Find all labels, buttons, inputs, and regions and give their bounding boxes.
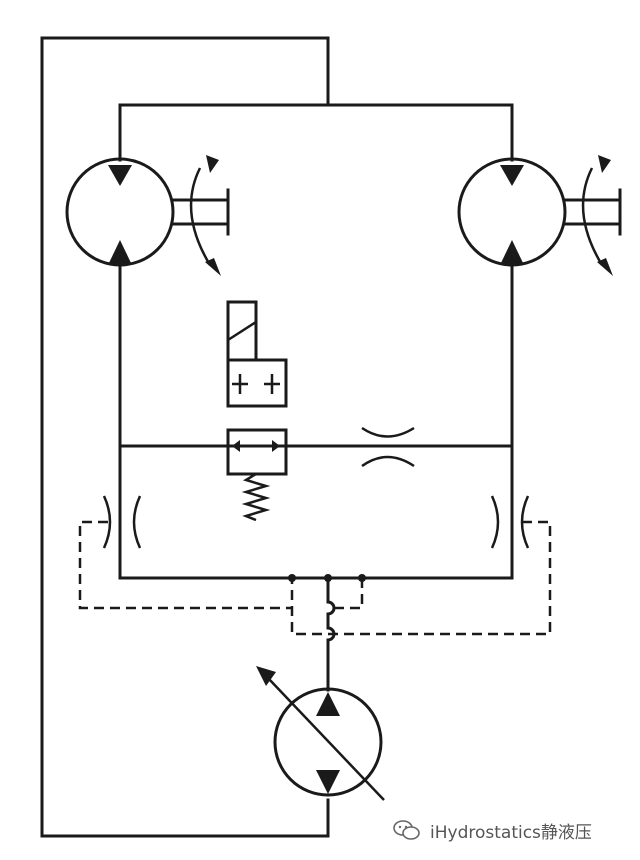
left-orifice (102, 495, 142, 549)
right-motor (457, 155, 622, 276)
watermark: iHydrostatics静液压 (392, 816, 592, 844)
outer-return-line (40, 36, 330, 838)
pump-supply-line (326, 576, 336, 692)
junction-dot (288, 574, 296, 582)
junction-dot (358, 574, 366, 582)
wechat-icon (393, 820, 420, 840)
center-pilot-line (330, 578, 364, 610)
solenoid-valve (226, 300, 288, 522)
top-supply-line (118, 103, 514, 162)
left-pilot-line (78, 520, 292, 610)
watermark-text: iHydrostatics静液压 (430, 822, 592, 843)
left-motor (65, 155, 230, 276)
right-pilot-line (290, 520, 552, 636)
variable-pump (256, 666, 385, 801)
center-orifice (361, 426, 415, 468)
